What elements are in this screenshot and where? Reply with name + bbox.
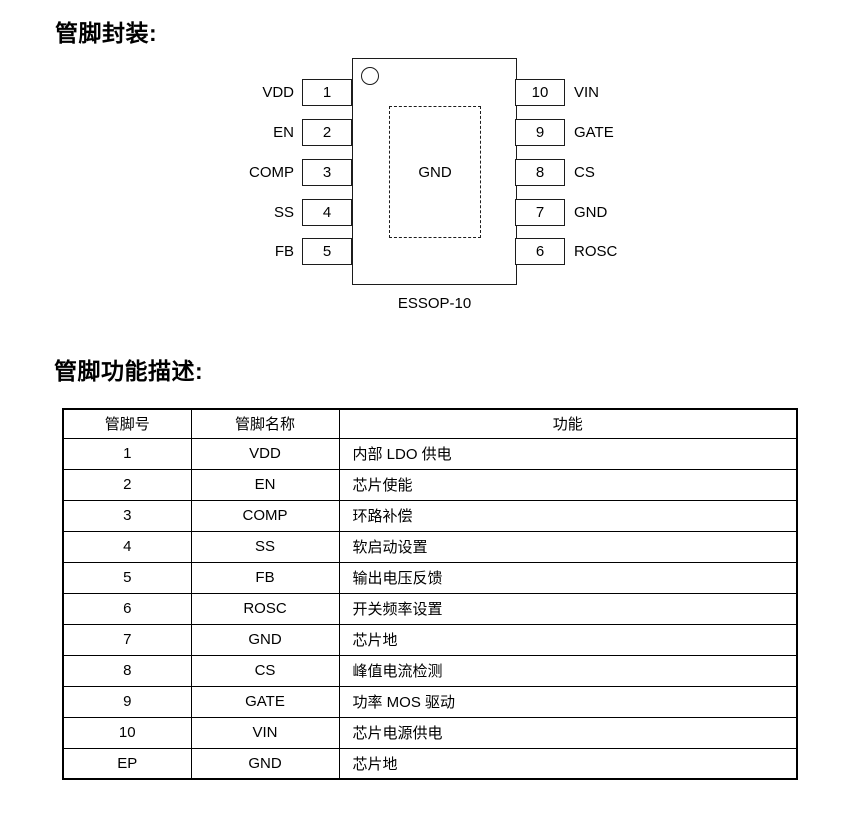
cell-pin-name: VDD <box>190 437 340 470</box>
pin-row-left-5: FB 5 <box>195 238 352 265</box>
cell-pin-name: SS <box>190 530 340 563</box>
cell-function: 芯片地 <box>338 623 798 656</box>
pin-row-right-7: 7 GND <box>515 199 607 226</box>
pin-number-box: 10 <box>515 79 565 106</box>
pin-number-box: 6 <box>515 238 565 265</box>
pin-name-label: ROSC <box>574 243 618 260</box>
exposed-pad-outline: GND <box>389 106 481 238</box>
cell-pin-name: EN <box>190 468 340 501</box>
table-row: 5 FB 输出电压反馈 <box>62 561 798 594</box>
pin-row-left-4: SS 4 <box>195 199 352 226</box>
pin-row-right-9: 9 GATE <box>515 119 614 146</box>
cell-pin-number: 4 <box>62 530 192 563</box>
pin-name-label: COMP <box>249 164 294 181</box>
cell-function: 内部 LDO 供电 <box>338 437 798 470</box>
table-row: 7 GND 芯片地 <box>62 623 798 656</box>
package-name-label: ESSOP-10 <box>397 295 472 312</box>
exposed-pad-label: GND <box>418 163 452 181</box>
table-row: EP GND 芯片地 <box>62 747 798 780</box>
pin-function-table: 管脚号 管脚名称 功能 1 VDD 内部 LDO 供电 2 EN 芯片使能 3 … <box>62 408 798 780</box>
section-title-pin-function: 管脚功能描述: <box>54 358 204 384</box>
col-header-pin-name: 管脚名称 <box>190 408 340 439</box>
pin-number-box: 8 <box>515 159 565 186</box>
cell-pin-number: 6 <box>62 592 192 625</box>
cell-function: 环路补偿 <box>338 499 798 532</box>
pin1-indicator-dot <box>361 67 379 85</box>
pin-row-right-6: 6 ROSC <box>515 238 617 265</box>
section-title-pin-package: 管脚封装: <box>55 20 158 46</box>
cell-pin-name: GATE <box>190 685 340 718</box>
pin-row-left-3: COMP 3 <box>195 159 352 186</box>
pin-name-label: GATE <box>574 124 614 141</box>
cell-pin-number: 10 <box>62 716 192 749</box>
cell-pin-name: GND <box>190 747 340 780</box>
table-row: 9 GATE 功率 MOS 驱动 <box>62 685 798 718</box>
cell-pin-number: 1 <box>62 437 192 470</box>
pin-name-label: EN <box>273 124 294 141</box>
cell-function: 芯片电源供电 <box>338 716 798 749</box>
cell-pin-number: 9 <box>62 685 192 718</box>
cell-function: 开关频率设置 <box>338 592 798 625</box>
cell-function: 峰值电流检测 <box>338 654 798 687</box>
cell-pin-name: VIN <box>190 716 340 749</box>
cell-pin-name: FB <box>190 561 340 594</box>
cell-function: 功率 MOS 驱动 <box>338 685 798 718</box>
cell-function: 芯片使能 <box>338 468 798 501</box>
table-row: 2 EN 芯片使能 <box>62 468 798 501</box>
table-row: 1 VDD 内部 LDO 供电 <box>62 437 798 470</box>
pin-row-right-8: 8 CS <box>515 159 595 186</box>
pin-number-box: 7 <box>515 199 565 226</box>
cell-pin-name: ROSC <box>190 592 340 625</box>
pin-name-label: FB <box>274 243 294 260</box>
cell-pin-name: CS <box>190 654 340 687</box>
pin-number-box: 5 <box>302 238 352 265</box>
cell-pin-name: GND <box>190 623 340 656</box>
cell-function: 输出电压反馈 <box>338 561 798 594</box>
cell-pin-number: 5 <box>62 561 192 594</box>
pin-number-box: 2 <box>302 119 352 146</box>
cell-function: 芯片地 <box>338 747 798 780</box>
cell-pin-name: COMP <box>190 499 340 532</box>
cell-pin-number: 3 <box>62 499 192 532</box>
pin-row-left-2: EN 2 <box>195 119 352 146</box>
col-header-pin-number: 管脚号 <box>62 408 192 439</box>
cell-function: 软启动设置 <box>338 530 798 563</box>
table-header-row: 管脚号 管脚名称 功能 <box>62 408 798 439</box>
col-header-function: 功能 <box>338 408 798 439</box>
pin-number-box: 4 <box>302 199 352 226</box>
cell-pin-number: 2 <box>62 468 192 501</box>
pin-number-box: 9 <box>515 119 565 146</box>
pin-name-label: VDD <box>262 84 294 101</box>
pin-number-box: 3 <box>302 159 352 186</box>
cell-pin-number: 7 <box>62 623 192 656</box>
cell-pin-number: EP <box>62 747 192 780</box>
table-row: 8 CS 峰值电流检测 <box>62 654 798 687</box>
chip-body: GND <box>352 58 517 285</box>
pin-number-box: 1 <box>302 79 352 106</box>
table-row: 4 SS 软启动设置 <box>62 530 798 563</box>
cell-pin-number: 8 <box>62 654 192 687</box>
pin-row-left-1: VDD 1 <box>195 79 352 106</box>
pin-name-label: GND <box>574 204 608 221</box>
table-row: 3 COMP 环路补偿 <box>62 499 798 532</box>
pin-name-label: CS <box>574 164 595 181</box>
pin-name-label: SS <box>273 204 294 221</box>
pin-name-label: VIN <box>574 84 600 101</box>
pin-row-right-10: 10 VIN <box>515 79 599 106</box>
table-row: 6 ROSC 开关频率设置 <box>62 592 798 625</box>
table-row: 10 VIN 芯片电源供电 <box>62 716 798 749</box>
